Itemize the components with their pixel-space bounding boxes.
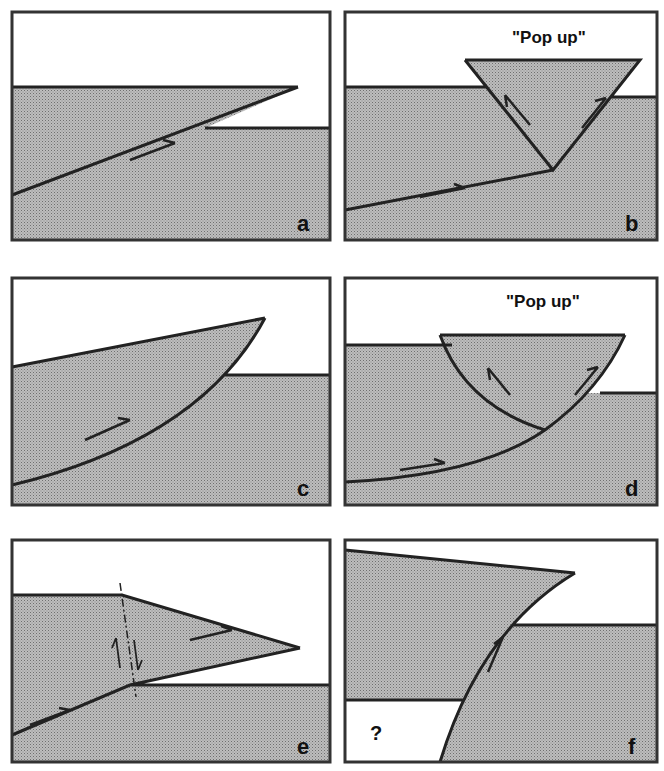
unknown-mark: ? <box>370 723 382 743</box>
structure-label: "Pop up" <box>506 293 580 310</box>
panel-letter: f <box>628 736 635 758</box>
panel-letter: a <box>297 213 309 235</box>
panel-letter: c <box>297 478 309 500</box>
panel-letter: b <box>625 213 638 235</box>
panel-letter: e <box>297 736 309 758</box>
structure-label: "Pop up" <box>512 29 586 46</box>
panel-letter: d <box>625 478 638 500</box>
